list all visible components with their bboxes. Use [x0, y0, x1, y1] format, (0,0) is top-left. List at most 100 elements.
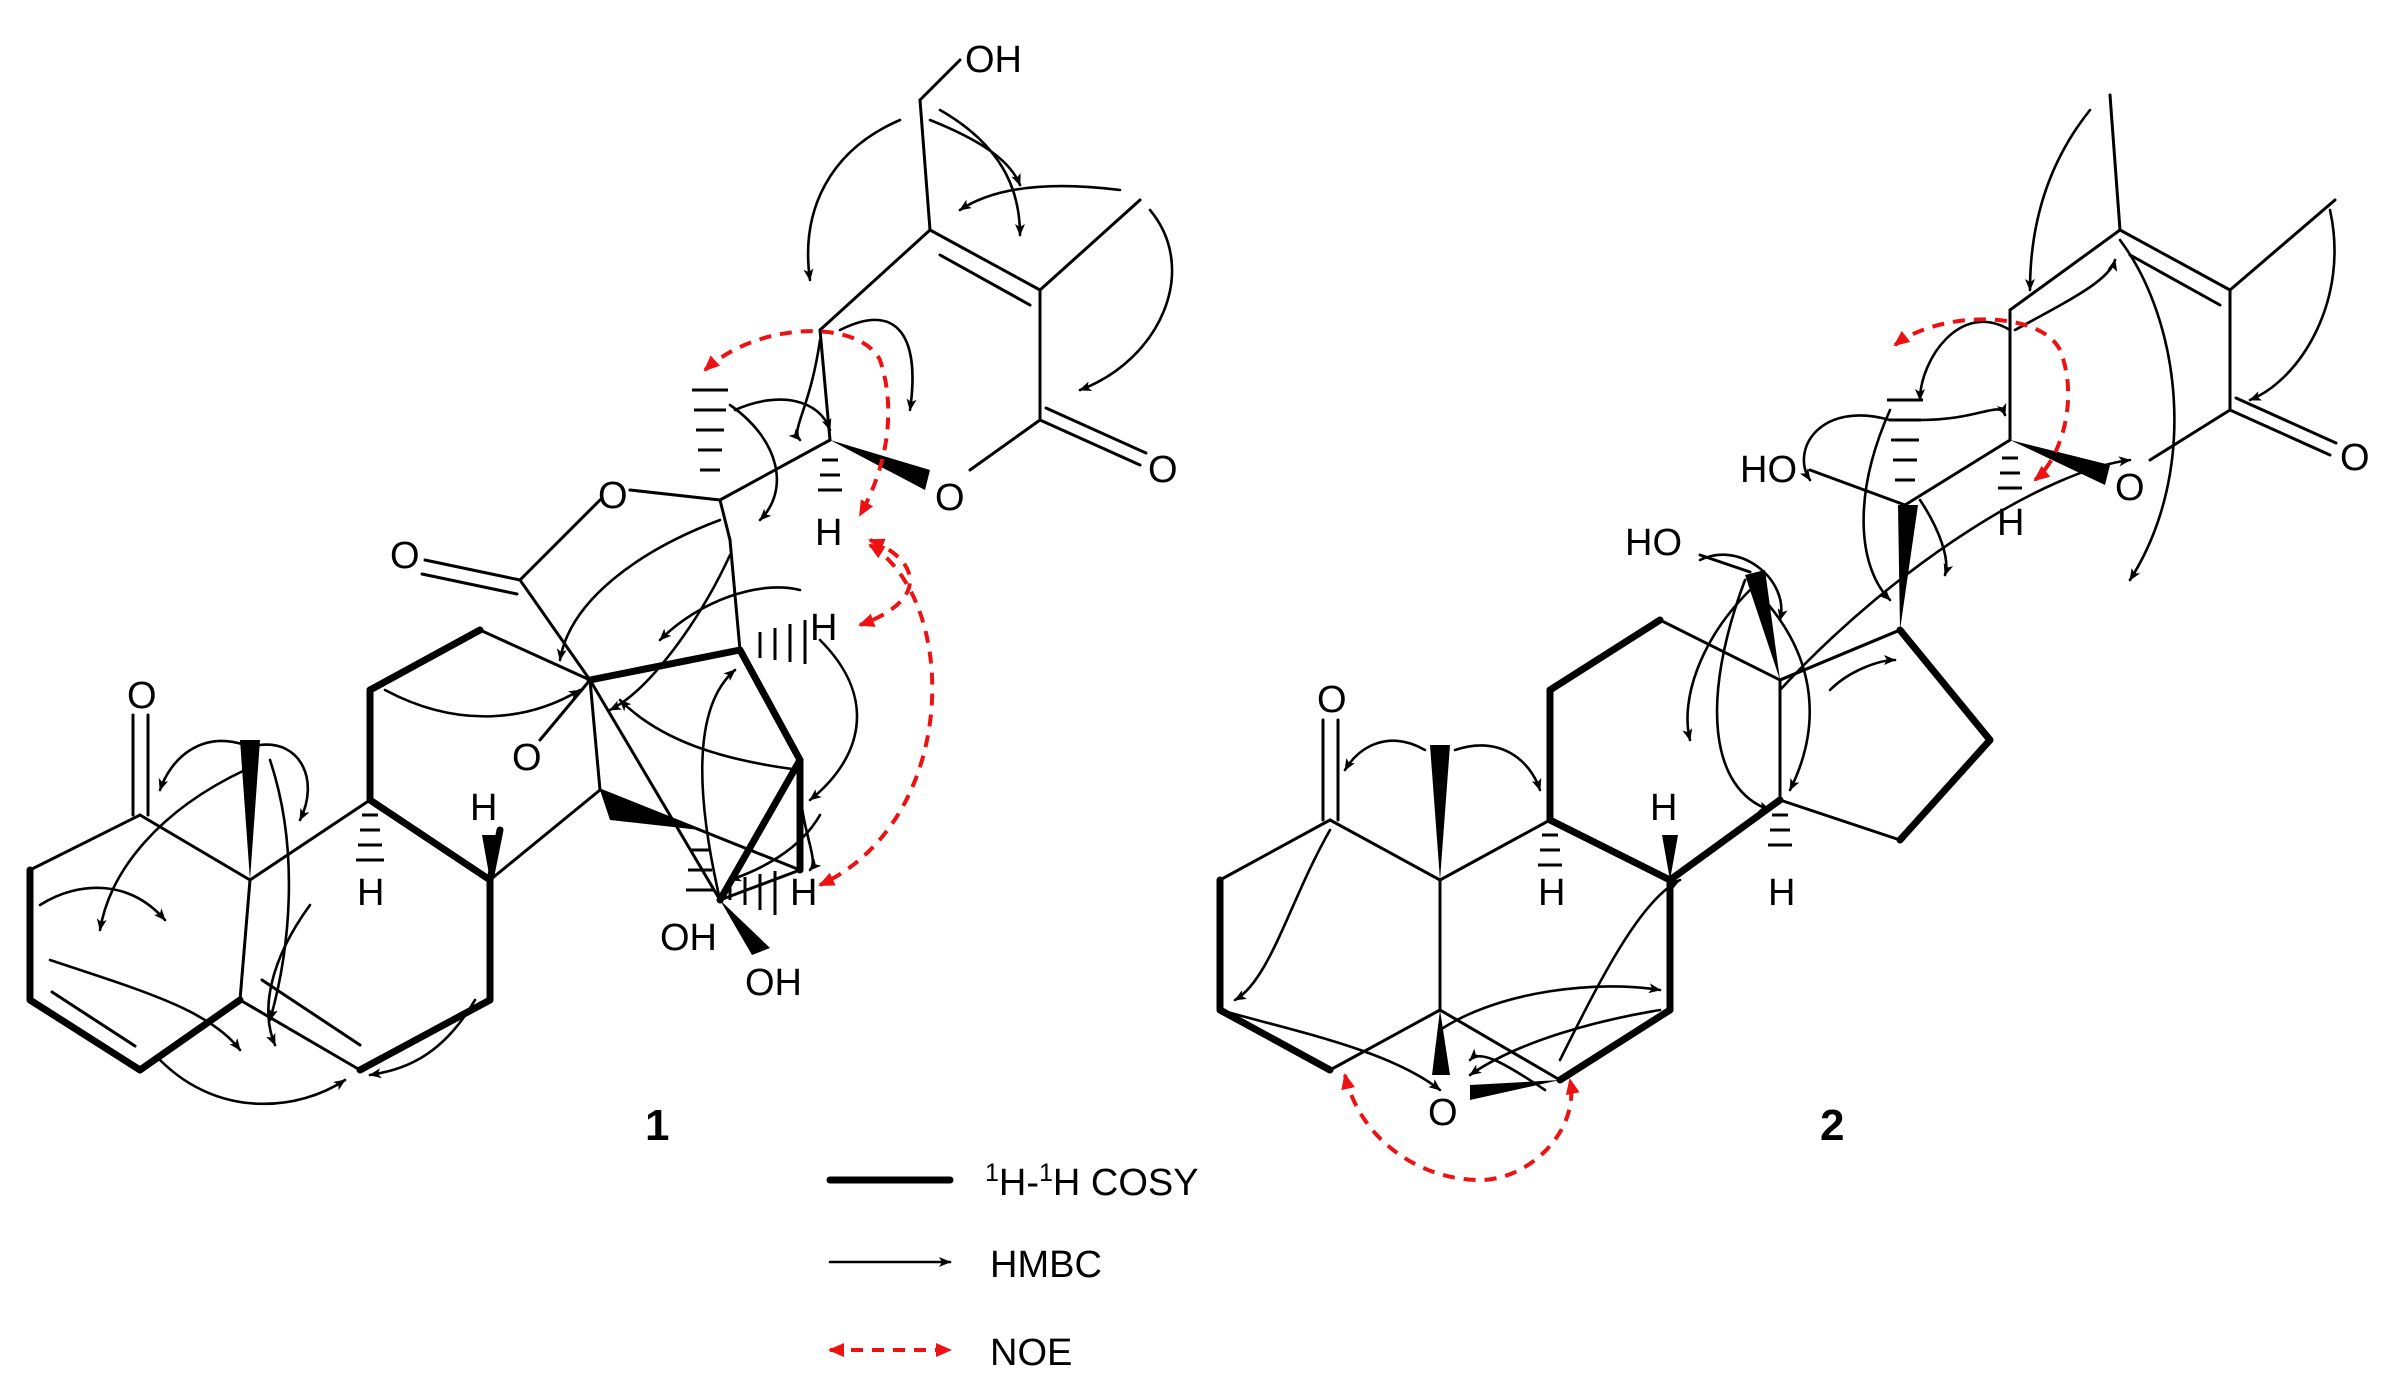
- legend: 1H-1H COSY HMBC NOE: [826, 1159, 1199, 1374]
- c1-ring-b-cosy: [356, 876, 494, 1074]
- c1-epoxide-wedge: [600, 790, 700, 830]
- c1-ring-a-bond: [238, 878, 252, 1002]
- c1-h22-hash: [818, 458, 842, 492]
- c1-oh7-wedge: [720, 900, 770, 955]
- c1-h16-hash: [728, 871, 777, 915]
- c1-oh6-label: OH: [660, 917, 717, 959]
- legend-cosy-label: 1H-1H COSY: [985, 1159, 1199, 1204]
- c1-lactone-bond: [718, 498, 732, 542]
- c1-pyranone-o-ring-label: O: [935, 477, 965, 519]
- c2-c13-bond: [1778, 628, 1902, 682]
- legend-cosy-sup2: 1: [1039, 1159, 1053, 1187]
- compound-1-structure: OH O O O O O O OH OH H H H H H: [26, 39, 1178, 1150]
- c2-h9-hash: [1538, 833, 1562, 867]
- c2-c27-bond: [2108, 93, 2122, 232]
- c1-c8-c9-cosy: [366, 796, 494, 884]
- c1-oh6-hash: [686, 848, 714, 892]
- c2-c18-wedge: [1745, 570, 1780, 680]
- c2-ho20-label: HO: [1740, 449, 1797, 491]
- c2-c20-oh-bond: [1808, 468, 1907, 507]
- c1-oh7-label: OH: [745, 962, 802, 1004]
- c1-epoxide-bond: [538, 678, 592, 742]
- c2-c28-bond: [2228, 198, 2337, 292]
- c2-ring-c-bond: [1658, 618, 1782, 682]
- c2-h22-label: H: [1997, 502, 2024, 544]
- c2-ring-a-bond: [1328, 1008, 1442, 1072]
- c2-c20-wedge: [1898, 505, 1918, 630]
- c1-lactone-bond: [628, 488, 722, 502]
- c1-ring-c-cosy: [366, 626, 484, 804]
- c1-h9-hash: [356, 813, 384, 862]
- compound-2-structure: O HO HO H O O H H H O: [1216, 93, 2370, 1183]
- c1-ring-a-bond: [28, 813, 142, 872]
- c1-h8-wedge: [482, 835, 498, 880]
- c2-h22-hash: [1998, 456, 2022, 490]
- c1-lactone-bond: [518, 498, 602, 582]
- c2-ring-a-bond: [1218, 818, 1332, 882]
- c2-c24-c25-double: [2128, 253, 2222, 307]
- c1-epoxy-o-label: O: [512, 737, 542, 779]
- c2-epoxide-wedge-right: [1470, 1080, 1560, 1100]
- c2-pyranone-o-ring-label: O: [2115, 467, 2145, 509]
- c1-lactone-bond: [518, 578, 592, 682]
- c2-ring-a-cosy: [1216, 876, 1334, 1074]
- c2-c23-c24-bond: [2008, 228, 2122, 312]
- c2-c20-c22-bond: [1903, 438, 2012, 507]
- c2-epoxide-wedge-left: [1432, 1010, 1450, 1075]
- c1-c19-methyl-wedge: [240, 740, 260, 880]
- c1-c16-c17-cosy: [586, 646, 804, 764]
- c2-epoxy-o-label: O: [1428, 1092, 1458, 1134]
- c2-noe-correlations: [1341, 317, 2071, 1183]
- c1-c28-oh-bond: [918, 58, 962, 102]
- c1-c24-c25-bond: [928, 228, 1042, 292]
- c1-h16-label: H: [790, 872, 817, 914]
- c1-ring-d-cosy: [486, 826, 504, 884]
- c2-c26-carbonyl: [2228, 408, 2332, 457]
- c1-c27-bond: [1038, 198, 1142, 292]
- c2-h14-label: H: [1768, 872, 1795, 914]
- c1-oh-top-label: OH: [965, 39, 1022, 81]
- c1-h8-label: H: [470, 787, 497, 829]
- legend-hmbc-label: HMBC: [990, 1244, 1102, 1286]
- c1-ring-c-bond: [488, 788, 602, 882]
- c2-c21-hash: [1887, 398, 1923, 482]
- c2-ring-b-bond: [1438, 1008, 1562, 1082]
- legend-cosy-h2: H COSY: [1053, 1162, 1199, 1204]
- c2-c26-o-bond: [2148, 408, 2232, 462]
- c2-c26-carbonyl-double: [2234, 396, 2338, 445]
- c1-ketone-o-label: O: [127, 675, 157, 717]
- c2-ketone-o-label: O: [1317, 679, 1347, 721]
- c1-c26-carbonyl-double: [1044, 406, 1148, 455]
- c1-c26-carbonyl: [1038, 418, 1142, 467]
- c1-ring-b-bond: [248, 798, 372, 882]
- c1-ring-a-bond: [138, 813, 252, 882]
- c1-c21-hash: [692, 388, 728, 472]
- c1-ring-c-bond: [588, 678, 602, 792]
- c1-h17-hash: [758, 620, 807, 664]
- c2-c24-c25-bond: [2118, 228, 2232, 292]
- c2-ring-b-cosy: [1546, 816, 1674, 1084]
- c2-ring-c-cosy2: [1666, 796, 1784, 884]
- c2-pyranone-o-carbonyl-label: O: [2340, 437, 2370, 479]
- c2-ring-c-cosy: [1546, 616, 1664, 824]
- c2-h14-hash: [1768, 813, 1792, 847]
- c1-lactone-o-ring-label: O: [598, 475, 628, 517]
- c1-c24-c25-double: [938, 253, 1032, 307]
- c1-c13-bond: [588, 678, 722, 902]
- c2-ring-d-bond: [1778, 798, 1902, 842]
- legend-noe-label: NOE: [990, 1332, 1072, 1374]
- compound-1-label: 1: [645, 1101, 669, 1150]
- c2-ho18-label: HO: [1625, 522, 1682, 564]
- c1-c26-o-bond: [968, 418, 1042, 472]
- c2-h8-label: H: [1650, 787, 1677, 829]
- c2-ring-b-bond: [1438, 818, 1552, 882]
- c1-hmbc-correlations: [38, 108, 1174, 1106]
- c1-lactone-carbonyl-bond: [420, 572, 519, 596]
- c1-lactone-carbonyl-bond: [423, 558, 522, 582]
- c1-noe-correlations: [703, 329, 935, 887]
- c2-c22-o-wedge: [2010, 440, 2110, 485]
- c1-h9-label: H: [357, 872, 384, 914]
- legend-cosy-h1: H-: [999, 1162, 1039, 1204]
- c2-c19-methyl-wedge: [1430, 745, 1450, 880]
